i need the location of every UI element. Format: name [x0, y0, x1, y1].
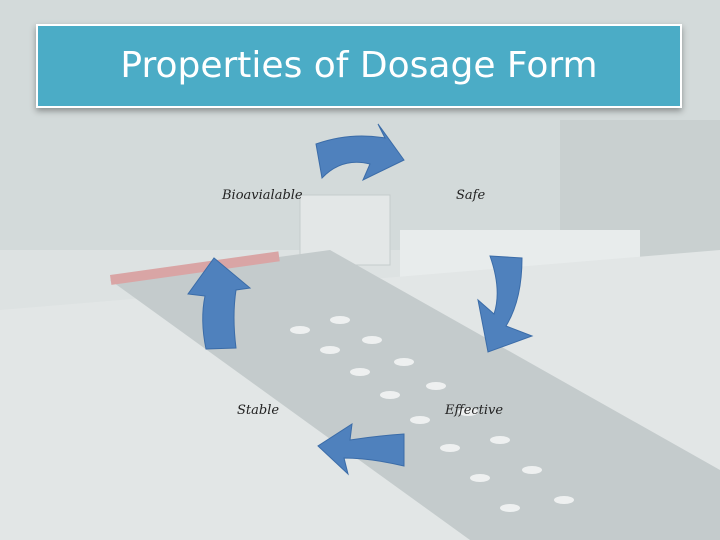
arrow-left	[187, 257, 252, 350]
arrow-bottom	[317, 422, 405, 476]
node-stable: Stable	[237, 403, 280, 418]
slide-title: Properties of Dosage Form	[120, 45, 598, 86]
node-bioavailable: Bioavialable	[222, 188, 303, 203]
node-safe: Safe	[456, 188, 486, 203]
arrow-top	[315, 123, 405, 182]
title-box: Properties of Dosage Form	[36, 24, 682, 108]
node-effective: Effective	[445, 403, 504, 418]
arrow-right	[477, 255, 534, 353]
